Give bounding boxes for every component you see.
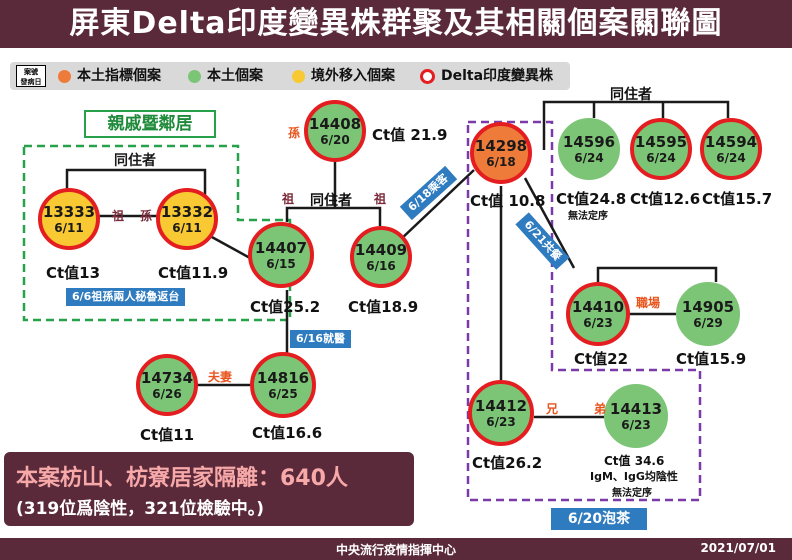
rel-younger: 弟 — [594, 402, 607, 416]
tea-group-border — [466, 120, 702, 502]
ct-14816: Ct值16.6 — [252, 424, 323, 442]
note-14413-seq: 無法定序 — [612, 488, 652, 499]
ct-14407: Ct值25.2 — [250, 298, 321, 316]
footer: 中央流行疫情指揮中心 2021/07/01 — [0, 538, 792, 560]
ct-13332: Ct值11.9 — [158, 264, 229, 282]
ct-14410: Ct值22 — [574, 350, 629, 368]
rel-couple: 夫妻 — [208, 370, 233, 384]
return-note: 6/6祖孫兩人秘魯返台 — [66, 288, 186, 306]
ct-14594: Ct值15.7 — [702, 190, 773, 208]
page-title: 屏東Delta印度變異株群聚及其相關個案關聯圖 — [0, 0, 792, 48]
note-14413-antibody: IgM、IgG均陰性 — [590, 470, 678, 483]
ct-14408: Ct值 21.9 — [372, 126, 448, 144]
cohab-mid-label: 同住者 — [310, 193, 352, 209]
legend-label: 本土個案 — [207, 68, 263, 84]
family-group-title: 親戚暨鄰居 — [84, 110, 216, 138]
ct-14298: Ct值 10.8 — [470, 192, 546, 210]
legend-label: 境外移入個案 — [311, 68, 395, 84]
legend-badge: 案號 發病日 — [16, 65, 46, 87]
event-clinic: 6/16就醫 — [290, 330, 351, 348]
summary-box: 本案枋山、枋寮居家隔離：640人 (319位爲陰性，321位檢驗中。) — [4, 452, 414, 526]
ct-14905: Ct值15.9 — [676, 350, 747, 368]
rel-sun-14408: 孫 — [288, 126, 301, 140]
cohab-left-label: 同住者 — [114, 153, 156, 169]
tea-group-label: 6/20泡茶 — [551, 508, 647, 530]
family-group-border — [22, 144, 292, 322]
note-14596: 無法定序 — [568, 211, 608, 222]
legend-item-local: 本土個案 — [188, 62, 263, 90]
ct-13333: Ct值13 — [46, 264, 101, 282]
footer-date: 2021/07/01 — [700, 541, 776, 555]
ct-14412: Ct值26.2 — [472, 454, 543, 472]
orange-dot-icon — [58, 69, 71, 83]
rel-zu-14409: 祖 — [374, 192, 387, 206]
legend-item-delta: Delta印度變異株 — [420, 62, 553, 90]
legend-label: 本土指標個案 — [77, 68, 161, 84]
rel-brother: 兄 — [546, 402, 559, 416]
ct-14596: Ct值24.8 — [556, 190, 627, 208]
ct-14413: Ct值 34.6 — [604, 454, 665, 468]
legend-item-index: 本土指標個案 — [58, 62, 161, 90]
legend-label: Delta印度變異株 — [441, 68, 554, 84]
rel-job: 職場 — [636, 296, 661, 310]
rel-zu-14407: 祖 — [282, 192, 295, 206]
ct-14409: Ct值18.9 — [348, 298, 419, 316]
rel-zu-left: 祖 — [112, 209, 125, 223]
legend: 案號 發病日 本土指標個案 本土個案 境外移入個案 Delta印度變異株 — [10, 62, 570, 90]
footer-org: 中央流行疫情指揮中心 — [335, 543, 456, 557]
rel-sun-left: 孫 — [140, 209, 153, 223]
green-dot-icon — [188, 69, 201, 83]
summary-main: 本案枋山、枋寮居家隔離：640人 — [16, 466, 348, 491]
summary-sub: (319位爲陰性，321位檢驗中。) — [16, 499, 265, 519]
yellow-dot-icon — [292, 69, 305, 83]
legend-item-imported: 境外移入個案 — [292, 62, 395, 90]
ct-14734: Ct值11 — [140, 426, 195, 444]
cohab-right-label: 同住者 — [610, 87, 652, 103]
ct-14595: Ct值12.6 — [630, 190, 701, 208]
red-ring-icon — [420, 68, 435, 84]
